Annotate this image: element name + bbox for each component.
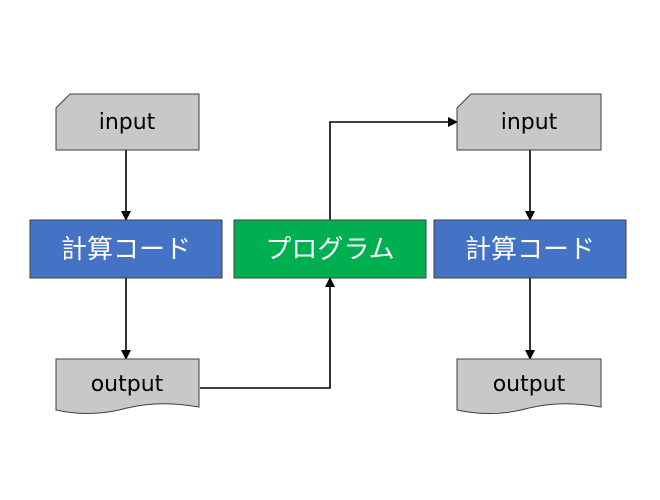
right-input-label: input <box>501 110 558 135</box>
program-label: プログラム <box>265 235 394 265</box>
right-input-node: input <box>456 93 602 151</box>
left-input-node: input <box>55 93 200 151</box>
right-output-node: output <box>456 358 602 415</box>
arrow-program-to-right-input <box>329 117 458 220</box>
left-output-label: output <box>91 372 164 397</box>
right-compute-box <box>433 219 627 279</box>
left-output-node: output <box>55 358 200 415</box>
right-compute-label: 計算コード <box>465 235 595 265</box>
program-box <box>233 219 427 279</box>
program-node: プログラム <box>233 219 427 279</box>
card-input-shape <box>55 93 200 151</box>
document-output-shape <box>456 358 602 415</box>
left-compute-node: 計算コード <box>29 219 223 279</box>
card-input-shape <box>456 93 602 151</box>
document-output-shape <box>55 358 200 415</box>
arrow-output-to-program <box>200 277 335 389</box>
left-compute-box <box>29 219 223 279</box>
left-input-label: input <box>99 110 156 135</box>
left-compute-label: 計算コード <box>61 235 191 265</box>
right-compute-node: 計算コード <box>433 219 627 279</box>
right-output-label: output <box>493 372 566 397</box>
